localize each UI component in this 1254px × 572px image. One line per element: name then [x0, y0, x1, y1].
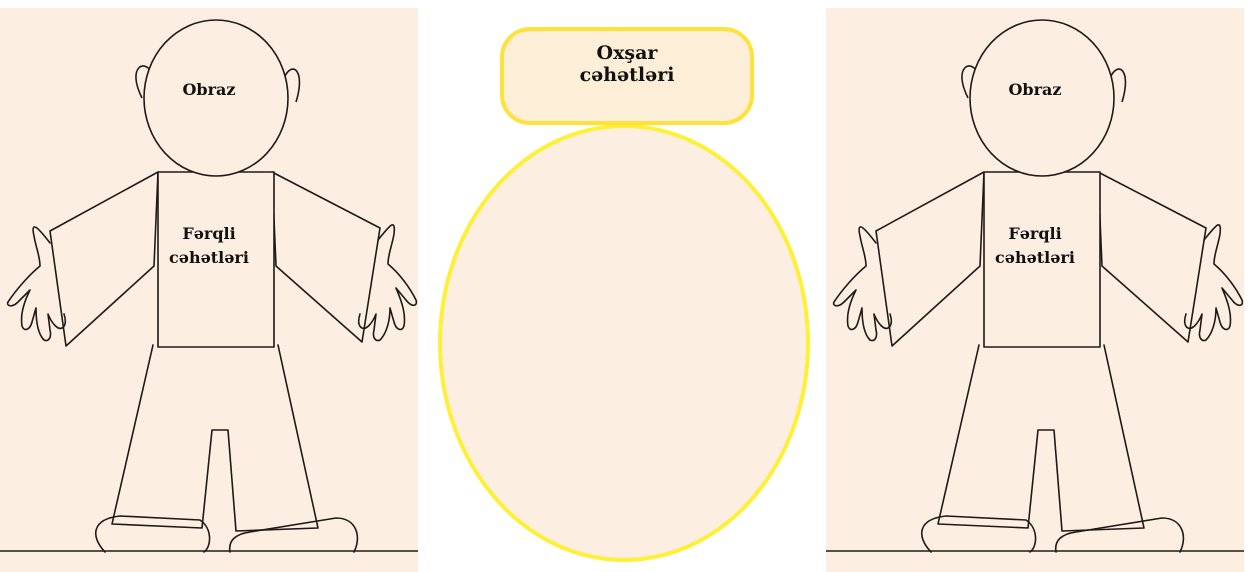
right-figure-right-foot — [1056, 518, 1184, 552]
left-torso-label: Fərqli cəhətləri — [159, 222, 259, 270]
right-figure-legs — [938, 345, 1144, 531]
similarities-title-line2: cəhətləri — [504, 64, 750, 86]
right-figure-left-arm — [876, 172, 984, 346]
right-torso-label: Fərqli cəhətləri — [985, 222, 1085, 270]
left-figure-panel: Obraz Fərqli cəhətləri — [0, 8, 418, 572]
left-figure-left-arm — [50, 172, 158, 346]
right-torso-label-line2: cəhətləri — [985, 246, 1085, 270]
left-torso-label-line1: Fərqli — [159, 222, 259, 246]
right-figure-panel: Obraz Fərqli cəhətləri — [826, 8, 1244, 572]
similarities-ellipse — [438, 124, 810, 562]
left-torso-label-line2: cəhətləri — [159, 246, 259, 270]
similarities-title-box: Oxşar cəhətləri — [500, 27, 754, 125]
left-figure-right-foot — [230, 518, 358, 552]
right-torso-label-line1: Fərqli — [985, 222, 1085, 246]
similarities-title-line1: Oxşar — [504, 42, 750, 64]
left-head-label: Obraz — [159, 80, 259, 100]
left-figure-legs — [112, 345, 318, 531]
right-figure-right-arm — [1098, 172, 1206, 342]
similarities-title: Oxşar cəhətləri — [504, 42, 750, 86]
right-head-label: Obraz — [985, 80, 1085, 100]
left-figure-right-arm — [272, 172, 380, 342]
